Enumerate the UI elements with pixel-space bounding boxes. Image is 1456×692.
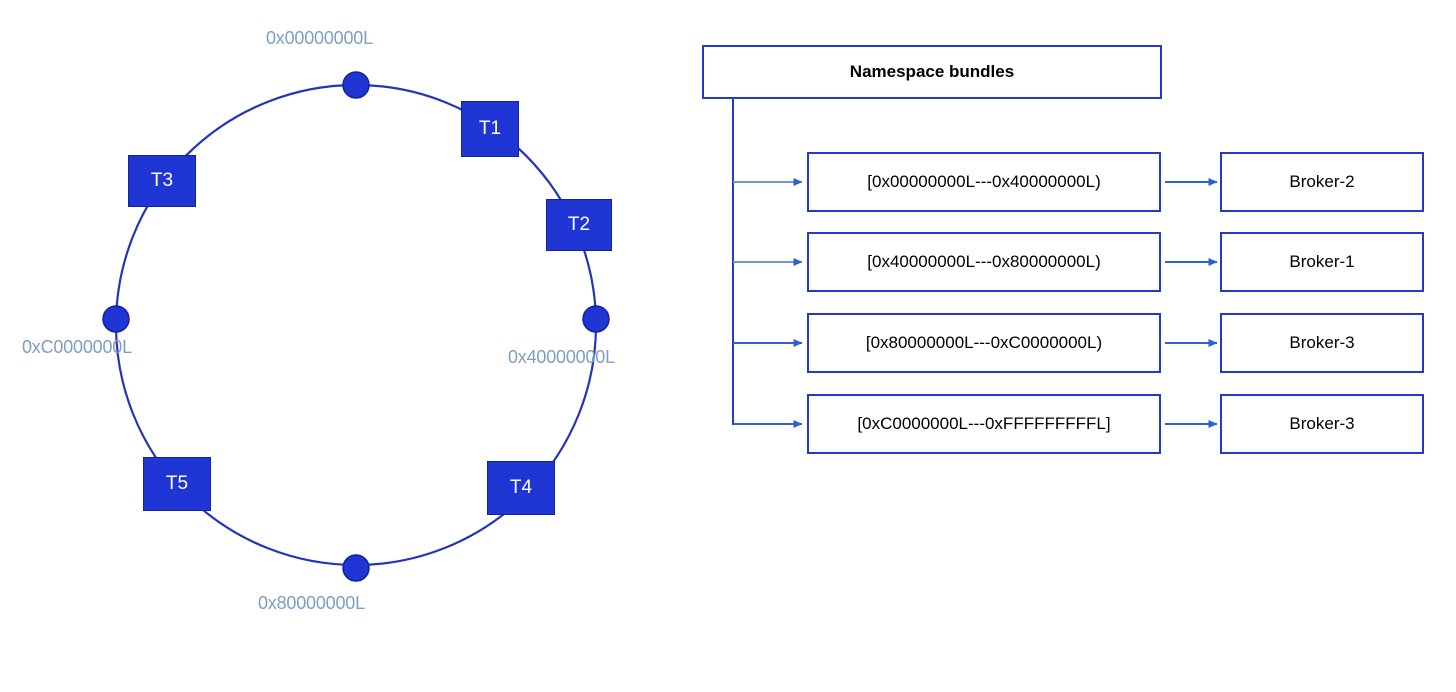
ring-node-t5-label: T5 bbox=[165, 473, 189, 494]
broker-box-3[interactable]: Broker-3 bbox=[1220, 313, 1424, 373]
hash-label-right: 0x40000000L bbox=[508, 347, 615, 367]
ring-node-t3-label: T3 bbox=[150, 170, 174, 191]
ring-dot-bottom bbox=[342, 554, 370, 582]
bundle-range-label-1: [0x00000000L---0x40000000L) bbox=[867, 172, 1101, 191]
broker-label-3: Broker-3 bbox=[1289, 333, 1355, 352]
ring-node-t1[interactable]: T1 bbox=[461, 101, 519, 157]
broker-box-4[interactable]: Broker-3 bbox=[1220, 394, 1424, 454]
ring-dot-left bbox=[102, 305, 130, 333]
bundle-range-label-2: [0x40000000L---0x80000000L) bbox=[867, 252, 1101, 271]
hash-ring-graphic bbox=[102, 71, 610, 582]
broker-box-2[interactable]: Broker-1 bbox=[1220, 232, 1424, 292]
bundle-range-box-3[interactable]: [0x80000000L---0xC0000000L) bbox=[807, 313, 1161, 373]
bundle-range-box-4[interactable]: [0xC0000000L---0xFFFFFFFFFL] bbox=[807, 394, 1161, 454]
hash-label-left: 0xC0000000L bbox=[22, 337, 132, 357]
bundle-range-box-2[interactable]: [0x40000000L---0x80000000L) bbox=[807, 232, 1161, 292]
bundle-range-label-4: [0xC0000000L---0xFFFFFFFFFL] bbox=[857, 414, 1111, 433]
hash-label-bottom: 0x80000000L bbox=[258, 593, 365, 613]
broker-box-1[interactable]: Broker-2 bbox=[1220, 152, 1424, 212]
namespace-bundles-header-label: Namespace bundles bbox=[849, 62, 1015, 81]
bundle-connector-graphic bbox=[732, 98, 1218, 428]
broker-label-1: Broker-2 bbox=[1289, 172, 1355, 191]
ring-node-t3[interactable]: T3 bbox=[128, 155, 196, 207]
ring-dot-top bbox=[342, 71, 370, 99]
namespace-bundles-header: Namespace bundles bbox=[702, 45, 1162, 99]
broker-label-2: Broker-1 bbox=[1289, 252, 1355, 271]
ring-node-t4-label: T4 bbox=[509, 477, 533, 498]
bundle-range-box-1[interactable]: [0x00000000L---0x40000000L) bbox=[807, 152, 1161, 212]
hash-label-top: 0x00000000L bbox=[266, 28, 373, 48]
ring-node-t1-label: T1 bbox=[478, 118, 502, 139]
bundle-range-label-3: [0x80000000L---0xC0000000L) bbox=[865, 333, 1103, 352]
ring-node-t5[interactable]: T5 bbox=[143, 457, 211, 511]
ring-node-t4[interactable]: T4 bbox=[487, 461, 555, 515]
ring-node-t2[interactable]: T2 bbox=[546, 199, 612, 251]
broker-label-4: Broker-3 bbox=[1289, 414, 1355, 433]
ring-node-t2-label: T2 bbox=[567, 214, 591, 235]
ring-dot-right bbox=[582, 305, 610, 333]
